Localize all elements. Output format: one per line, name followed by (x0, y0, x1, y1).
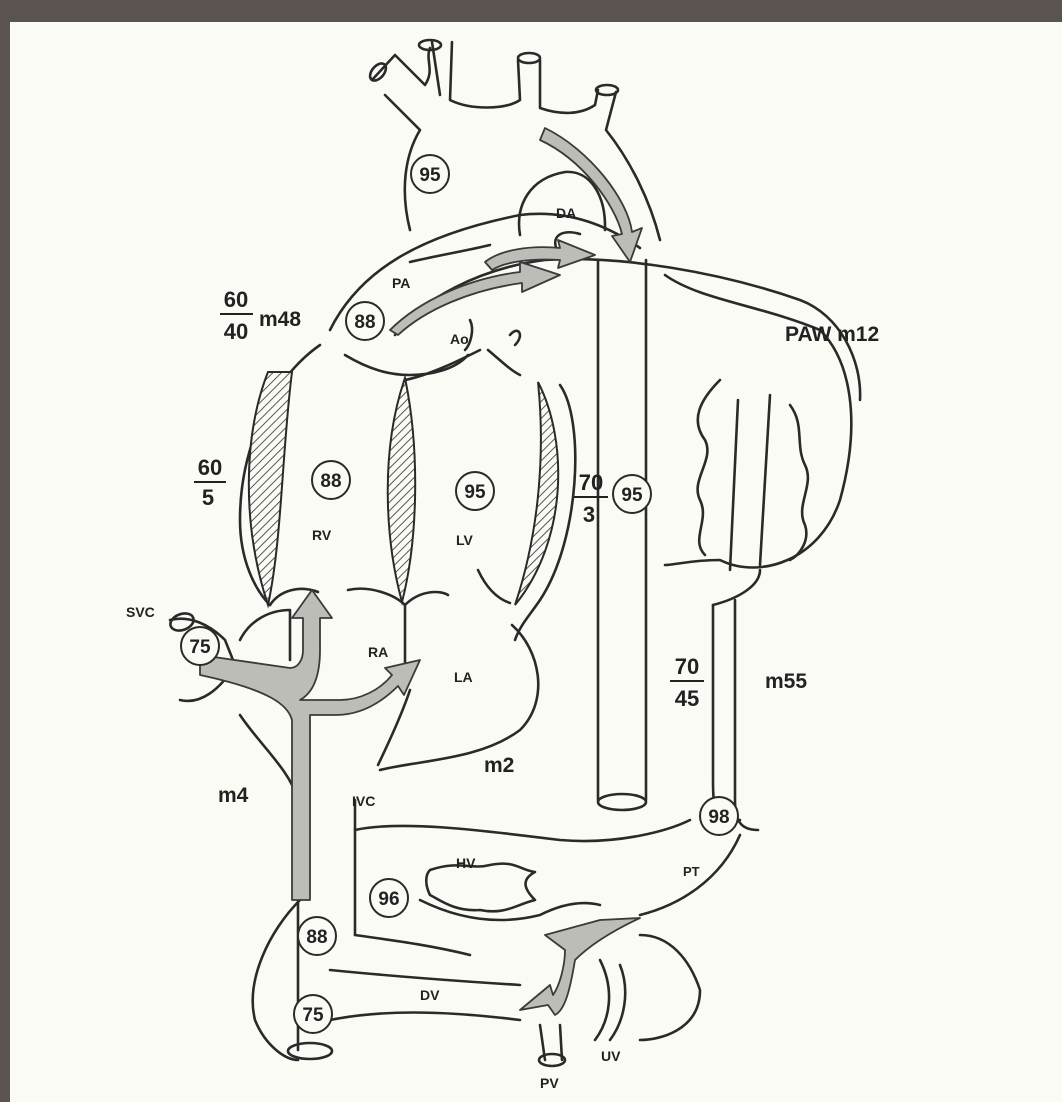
sat-hepatic-vein: 96 (370, 879, 408, 917)
sat-descending-aorta: 95 (613, 475, 651, 513)
label-ra: RA (368, 644, 388, 660)
label-pa: PA (392, 275, 410, 291)
svg-text:5: 5 (202, 485, 214, 510)
label-hv: HV (456, 855, 476, 871)
svg-text:95: 95 (621, 485, 643, 506)
umbilical-mean: m55 (765, 670, 807, 693)
label-ao: Ao (450, 331, 469, 347)
sat-right-ventricle: 88 (312, 461, 350, 499)
svg-text:95: 95 (419, 165, 441, 186)
svg-text:88: 88 (354, 312, 375, 333)
svg-text:70: 70 (675, 654, 699, 679)
svg-text:60: 60 (198, 455, 222, 480)
label-pv: PV (540, 1075, 559, 1091)
sat-umbilical-return: 98 (700, 797, 738, 835)
sat-left-ventricle: 95 (456, 472, 494, 510)
svg-text:88: 88 (306, 927, 327, 948)
svg-text:45: 45 (675, 686, 699, 711)
ra-mean: m4 (218, 784, 249, 807)
svg-text:95: 95 (464, 482, 486, 503)
sat-portal-vein: 75 (294, 995, 332, 1033)
paw-mean: PAW m12 (785, 323, 879, 346)
sat-ivc: 88 (298, 917, 336, 955)
svg-text:98: 98 (708, 807, 729, 828)
label-rv: RV (312, 527, 332, 543)
sat-aortic-arch: 95 (411, 155, 449, 193)
svg-text:75: 75 (189, 637, 211, 658)
label-svc: SVC (126, 604, 155, 620)
label-lv: LV (456, 532, 474, 548)
svg-text:60: 60 (224, 287, 248, 312)
label-da: DA (556, 205, 576, 221)
svg-text:75: 75 (302, 1005, 324, 1026)
pa-mean: m48 (259, 308, 301, 331)
svg-text:70: 70 (579, 470, 603, 495)
sat-pulmonary-artery: 88 (346, 302, 384, 340)
label-pt: PT (683, 864, 700, 879)
label-uv: UV (601, 1048, 621, 1064)
la-mean: m2 (484, 754, 514, 777)
sat-svc: 75 (181, 627, 219, 665)
label-la: LA (454, 669, 473, 685)
svg-text:40: 40 (224, 319, 248, 344)
svg-text:3: 3 (583, 502, 595, 527)
label-dv: DV (420, 987, 440, 1003)
svg-text:96: 96 (378, 889, 399, 910)
svg-text:88: 88 (320, 471, 341, 492)
label-ivc: IVC (352, 793, 375, 809)
